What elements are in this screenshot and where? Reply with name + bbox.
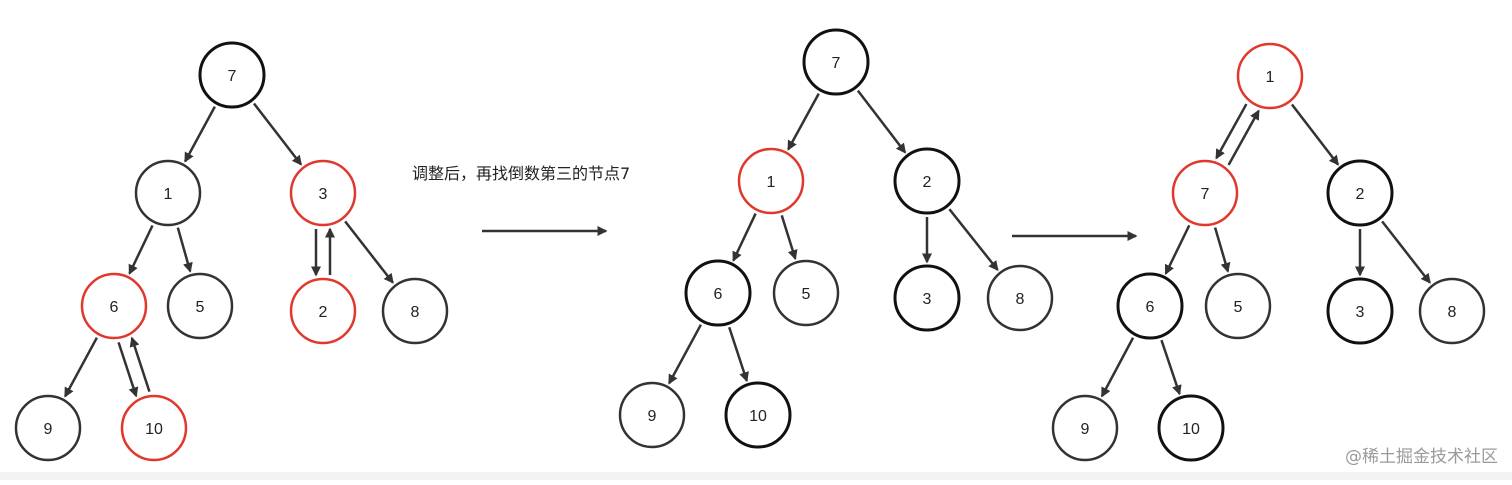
node-9-circle	[618, 381, 686, 449]
node-1-circle	[134, 159, 202, 227]
node-5-circle	[772, 259, 840, 327]
node-6-circle	[684, 259, 752, 327]
node-7-label: 7	[228, 68, 237, 85]
node-3-label: 3	[319, 186, 328, 203]
node-7-label: 7	[1201, 186, 1210, 203]
node-6-label: 6	[714, 286, 723, 303]
node-10-label: 10	[1182, 421, 1200, 438]
node-9-label: 9	[44, 421, 53, 438]
node-8-circle	[381, 277, 449, 345]
node-7-label: 7	[832, 55, 841, 72]
node-8-label: 8	[1016, 291, 1025, 308]
node-1-label: 1	[1266, 69, 1275, 86]
node-1-circle	[737, 147, 805, 215]
node-1-label: 1	[164, 186, 173, 203]
edge-n7-n1-up	[1227, 109, 1260, 166]
node-10-circle	[724, 381, 792, 449]
node-6-label: 6	[110, 299, 119, 316]
tree-2: 7 1 2 6 5 3 8 9 10	[618, 28, 1054, 449]
node-5-label: 5	[1234, 299, 1243, 316]
node-7-circle	[802, 28, 870, 96]
edge-n1-n5	[780, 214, 798, 261]
node-7-circle	[198, 41, 266, 109]
tree-3: 1 7 2 6 5 3 8 9 10	[1051, 42, 1486, 462]
node-2-circle	[1326, 159, 1394, 227]
node-1-label: 1	[767, 174, 776, 191]
node-9-circle	[1051, 394, 1119, 462]
node-2-label: 2	[319, 304, 328, 321]
node-3-circle	[289, 159, 357, 227]
node-8-circle	[1418, 277, 1486, 345]
node-6-circle	[1116, 272, 1184, 340]
edge-n1-n5	[176, 227, 193, 273]
node-2-circle	[289, 277, 357, 345]
edge-n6-n9	[64, 337, 98, 398]
node-10-label: 10	[749, 408, 767, 425]
node-3-circle	[893, 264, 961, 332]
edge-n10-n6-up	[129, 336, 151, 393]
edge-n7-n5	[1213, 227, 1231, 273]
node-9-label: 9	[1081, 421, 1090, 438]
node-10-circle	[120, 394, 188, 462]
edge-n7-n1	[787, 92, 820, 151]
node-5-label: 5	[196, 299, 205, 316]
edge-n1-n7-down	[1215, 103, 1248, 160]
edge-n1-n6	[732, 213, 757, 262]
node-3-circle	[1326, 277, 1394, 345]
node-9-label: 9	[648, 408, 657, 425]
node-10-label: 10	[145, 421, 163, 438]
edge-n7-n2	[856, 89, 907, 154]
edge-n7-n1	[184, 106, 216, 163]
node-7-circle	[1171, 159, 1239, 227]
node-2-label: 2	[1356, 186, 1365, 203]
node-3-label: 3	[923, 291, 932, 308]
node-1-circle	[1236, 42, 1304, 110]
node-8-label: 8	[411, 304, 420, 321]
edge-n1-n6	[128, 224, 154, 275]
watermark-text: @稀土掘金技术社区	[1345, 447, 1498, 467]
tree-1: 7 1 3 6 5 2 8 9 10	[14, 41, 449, 462]
node-5-circle	[1204, 272, 1272, 340]
step-caption: 调整后，再找倒数第三的节点7	[412, 164, 631, 183]
node-2-circle	[893, 147, 961, 215]
edge-n6-n10-down	[117, 341, 139, 398]
edge-n2-n8	[1381, 220, 1431, 284]
edge-n6-n9	[1100, 337, 1135, 398]
edge-n6-n9	[668, 324, 702, 385]
bottom-strip	[0, 472, 1512, 480]
node-6-circle	[80, 272, 148, 340]
node-6-label: 6	[1146, 299, 1155, 316]
node-5-label: 5	[802, 286, 811, 303]
node-10-circle	[1157, 394, 1225, 462]
edge-n7-n6	[1164, 224, 1191, 275]
node-9-circle	[14, 394, 82, 462]
edge-n6-n10	[728, 326, 749, 383]
edge-n1-n2	[1290, 103, 1340, 166]
node-5-circle	[166, 272, 234, 340]
edge-n6-n10	[1160, 339, 1182, 396]
edge-n2-n8	[948, 208, 999, 271]
edge-n3-n8	[344, 220, 394, 284]
node-8-circle	[986, 264, 1054, 332]
node-3-label: 3	[1356, 304, 1365, 321]
node-2-label: 2	[923, 174, 932, 191]
node-8-label: 8	[1448, 304, 1457, 321]
edge-n7-n3	[252, 102, 303, 166]
